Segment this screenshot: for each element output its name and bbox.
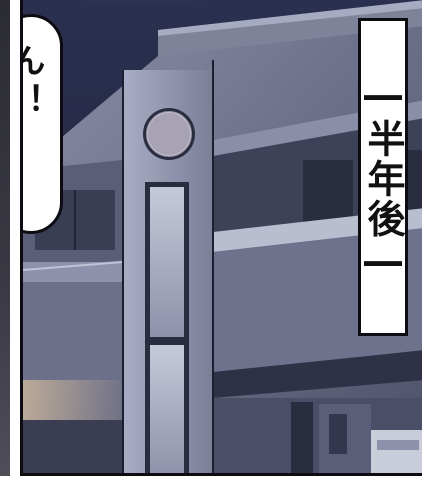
adjacent-panel-left	[0, 0, 10, 488]
speech-bubble: ん！	[20, 14, 63, 234]
panel-gutter	[10, 0, 20, 488]
caption-text: ―半年後―	[361, 73, 405, 285]
page-margin-bottom	[0, 476, 422, 488]
caption-box: ―半年後―	[358, 18, 408, 336]
building-panel: ん！ ―半年後―	[20, 0, 422, 476]
speech-bubble-text: ん！	[20, 43, 45, 123]
